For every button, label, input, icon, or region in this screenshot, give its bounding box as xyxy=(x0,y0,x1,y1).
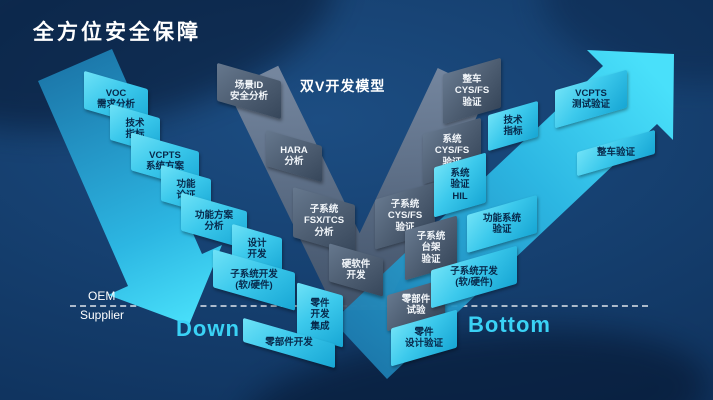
diagram-heading: 双V开发模型 xyxy=(300,78,386,94)
node-label: 技术 指标 xyxy=(503,114,523,137)
node-label: 子系统开发 (软/硬件) xyxy=(450,265,498,288)
node-voc-requirements-analysis: VOC 需求分析 xyxy=(84,70,148,128)
node-system-verify-hil: 系统 验证 HIL xyxy=(434,152,486,218)
node-label: 整车 CYS/FS 验证 xyxy=(454,74,490,108)
node-label: 功能方案 分析 xyxy=(194,209,233,232)
oem-label: OEM xyxy=(88,289,116,303)
node-label: 零部件 试验 xyxy=(401,293,431,316)
node-label: 系统 验证 HIL xyxy=(450,168,470,202)
node-vcpts-test-verify: VCPTS 测试验证 xyxy=(555,69,627,129)
node-label: 硬软件 开发 xyxy=(341,258,371,281)
node-subsystem-fsx-tcs-analysis: 子系统 FSX/TCS 分析 xyxy=(293,187,355,255)
down-label: Down xyxy=(176,316,240,341)
node-tech-specs-right: 技术 指标 xyxy=(488,100,538,152)
node-subsystem-bench-verify: 子系统 台架 验证 xyxy=(405,215,457,281)
node-label: VCPTS 测试验证 xyxy=(571,87,610,110)
node-label: 子系统 FSX/TCS 分析 xyxy=(303,204,345,238)
node-parts-develop-integrate: 零件 开发 集成 xyxy=(297,282,343,348)
node-label: 子系统开发 (软/硬件) xyxy=(230,268,278,291)
node-hw-sw-develop: 硬软件 开发 xyxy=(329,243,383,297)
page-title: 全方位安全保障 xyxy=(33,21,201,44)
node-scene-id-safety-analysis: 场景ID 安全分析 xyxy=(217,62,281,120)
node-label: 零件 开发 集成 xyxy=(310,298,330,332)
node-design-develop: 设计 开发 xyxy=(232,223,282,275)
node-subsystem-develop-left: 子系统开发 (软/硬件) xyxy=(213,249,295,311)
node-label: 零部件开发 xyxy=(265,337,313,349)
supplier-label: Supplier xyxy=(80,308,125,322)
node-hara-analysis: HARA 分析 xyxy=(266,129,322,183)
left-descending-arrow xyxy=(38,49,222,325)
node-label: 功能系统 验证 xyxy=(482,212,521,235)
node-vehicle-cys-fs-verify: 整车 CYS/FS 验证 xyxy=(443,57,501,125)
node-label: VOC 需求分析 xyxy=(96,87,135,110)
node-label: HARA 分析 xyxy=(280,144,308,167)
node-components-test: 零部件 试验 xyxy=(387,278,445,332)
node-function-system-verify: 功能系统 验证 xyxy=(467,194,537,254)
node-label: 子系统 CYS/FS 验证 xyxy=(387,199,423,233)
node-vehicle-verify: 整车验证 xyxy=(577,129,655,177)
node-label: 场景ID 安全分析 xyxy=(229,79,268,102)
node-parts-design-verify: 零件 设计验证 xyxy=(391,309,457,367)
node-label: 子系统 台架 验证 xyxy=(416,231,446,265)
node-label: 设计 开发 xyxy=(247,237,267,260)
node-label: 零件 设计验证 xyxy=(404,326,443,349)
node-function-plan-analysis: 功能方案 分析 xyxy=(181,192,247,250)
node-label: 整车验证 xyxy=(596,147,635,159)
node-subsystem-cys-fs-verify: 子系统 CYS/FS 验证 xyxy=(375,182,435,250)
bottom-label: Bottom xyxy=(468,312,551,337)
node-components-develop: 零部件开发 xyxy=(243,317,335,369)
node-subsystem-develop-right: 子系统开发 (软/硬件) xyxy=(431,245,517,309)
